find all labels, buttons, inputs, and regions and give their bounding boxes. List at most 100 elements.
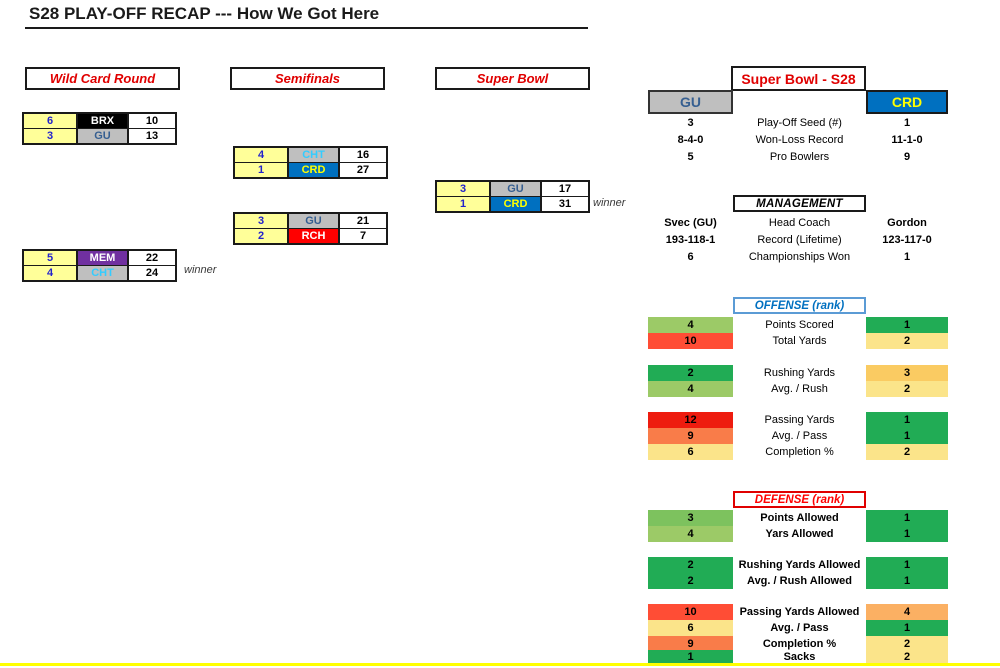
seed-cell: 4: [235, 148, 289, 163]
gu-team-header: GU: [648, 90, 733, 114]
team-cell: RCH: [289, 229, 340, 243]
stat-label: Avg. / Rush Allowed: [747, 575, 852, 587]
gu-rank-cell: 10: [648, 333, 733, 349]
offense-row: 12 Passing Yards 1: [648, 412, 948, 428]
offense-row: 2 Rushing Yards 3: [648, 365, 948, 381]
defense-row: 10 Passing Yards Allowed 4: [648, 604, 948, 620]
wild-card-round-header: Wild Card Round: [25, 67, 180, 90]
wildcard-matchup-1: 6 BRX 10 3 GU 13: [22, 112, 177, 145]
team-cell: GU: [491, 182, 542, 197]
gu-rank-cell: 4: [648, 381, 733, 397]
offense-row: 4 Points Scored 1: [648, 317, 948, 333]
offense-row: 4 Avg. / Rush 2: [648, 381, 948, 397]
gu-rank-cell: 2: [648, 573, 733, 589]
crd-rank-cell: 3: [866, 365, 948, 381]
defense-section-header: DEFENSE (rank): [733, 491, 866, 508]
gu-rank-cell: 6: [648, 444, 733, 460]
winner-note: winner: [184, 264, 217, 276]
defense-row: 9 Completion % 2: [648, 636, 948, 652]
seed-cell: 1: [437, 197, 491, 211]
seed-cell: 1: [235, 163, 289, 177]
stat-label: Won-Loss Record: [755, 134, 844, 146]
crd-rank-cell: 1: [866, 573, 948, 589]
stat-label: Championships Won: [748, 251, 851, 263]
team-cell: MEM: [78, 251, 129, 266]
score-cell: 13: [129, 129, 175, 143]
stat-label: Record (Lifetime): [757, 234, 842, 246]
defense-row: 2 Avg. / Rush Allowed 1: [648, 573, 948, 589]
gu-rank-cell: 2: [648, 365, 733, 381]
team-cell: GU: [78, 129, 129, 143]
defense-row: 3 Points Allowed 1: [648, 510, 948, 526]
crd-rank-cell: 1: [866, 317, 948, 333]
superbowl-panel-title: Super Bowl - S28: [731, 66, 866, 91]
score-cell: 7: [340, 229, 386, 243]
offense-row: 9 Avg. / Pass 1: [648, 428, 948, 444]
defense-row: 1 Sacks 2: [648, 650, 948, 664]
gu-value-cell: 193-118-1: [665, 234, 716, 246]
team-cell: GU: [289, 214, 340, 229]
score-cell: 16: [340, 148, 386, 163]
management-row: 193-118-1 Record (Lifetime) 123-117-0: [648, 232, 948, 248]
seed-cell: 3: [437, 182, 491, 197]
management-section-header: MANAGEMENT: [733, 195, 866, 212]
stat-label: Total Yards: [772, 335, 827, 347]
score-cell: 10: [129, 114, 175, 129]
defense-row: 2 Rushing Yards Allowed 1: [648, 557, 948, 573]
score-cell: 17: [542, 182, 588, 197]
crd-rank-cell: 1: [866, 620, 948, 636]
crd-value-cell: 11-1-0: [891, 134, 923, 146]
stat-label: Yars Allowed: [765, 528, 834, 540]
team-cell: CHT: [289, 148, 340, 163]
crd-value-cell: Gordon: [887, 217, 927, 229]
team-cell: BRX: [78, 114, 129, 129]
defense-row: 6 Avg. / Pass 1: [648, 620, 948, 636]
crd-value-cell: 1: [903, 117, 911, 129]
stat-label: Points Scored: [765, 319, 834, 331]
seed-cell: 4: [24, 266, 78, 280]
crd-rank-cell: 2: [866, 650, 948, 664]
overview-row: 3 Play-Off Seed (#) 1: [648, 115, 948, 131]
gu-rank-cell: 3: [648, 510, 733, 526]
gu-value-cell: 6: [687, 251, 694, 263]
seed-cell: 5: [24, 251, 78, 266]
stat-label: Sacks: [783, 651, 816, 663]
offense-section-header: OFFENSE (rank): [733, 297, 866, 314]
gu-rank-cell: 6: [648, 620, 733, 636]
gu-value-cell: 8-4-0: [677, 134, 704, 146]
score-cell: 31: [542, 197, 588, 211]
seed-cell: 2: [235, 229, 289, 243]
gu-value-cell: 3: [687, 117, 694, 129]
gu-rank-cell: 1: [648, 650, 733, 664]
score-cell: 21: [340, 214, 386, 229]
gu-rank-cell: 4: [648, 526, 733, 542]
overview-row: 5 Pro Bowlers 9: [648, 149, 948, 165]
defense-row: 4 Yars Allowed 1: [648, 526, 948, 542]
stat-label: Points Allowed: [760, 512, 839, 524]
page-title: S28 PLAY-OFF RECAP --- How We Got Here: [25, 4, 588, 29]
super-bowl-header: Super Bowl: [435, 67, 590, 90]
stat-label: Passing Yards: [764, 414, 835, 426]
stat-label: Head Coach: [768, 217, 831, 229]
semifinals-header: Semifinals: [230, 67, 385, 90]
score-cell: 24: [129, 266, 175, 280]
management-row: Svec (GU) Head Coach Gordon: [648, 215, 948, 231]
offense-row: 6 Completion % 2: [648, 444, 948, 460]
stat-label: Passing Yards Allowed: [739, 606, 860, 618]
crd-rank-cell: 1: [866, 526, 948, 542]
stat-label: Completion %: [765, 446, 834, 458]
management-row: 6 Championships Won 1: [648, 249, 948, 265]
stat-label: Avg. / Pass: [771, 430, 828, 442]
gu-rank-cell: 2: [648, 557, 733, 573]
crd-value-cell: 123-117-0: [882, 234, 932, 246]
gu-rank-cell: 4: [648, 317, 733, 333]
semifinal-matchup-1: 4 CHT 16 1 CRD 27: [233, 146, 388, 179]
team-cell: CHT: [78, 266, 129, 280]
gu-value-cell: Svec (GU): [664, 217, 717, 229]
crd-rank-cell: 2: [866, 444, 948, 460]
stat-label: Completion %: [762, 638, 837, 650]
gu-rank-cell: 10: [648, 604, 733, 620]
crd-rank-cell: 1: [866, 510, 948, 526]
team-cell: CRD: [491, 197, 542, 211]
stat-label: Avg. / Pass: [770, 622, 829, 634]
